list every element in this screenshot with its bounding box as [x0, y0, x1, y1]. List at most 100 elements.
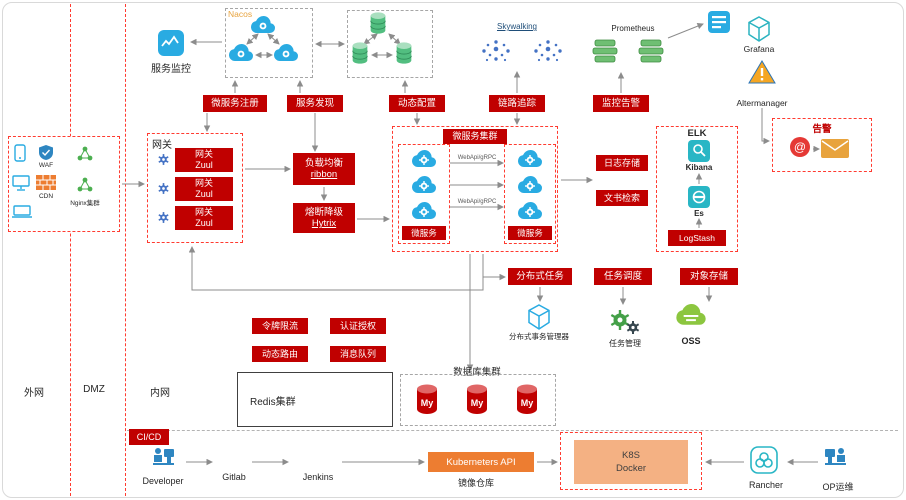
- task-mgmt-label: 任务管理: [609, 339, 641, 348]
- banner-register: 微服务注册: [203, 95, 267, 112]
- gateway-node-line2: Zuul: [195, 160, 213, 170]
- banner-trace: 链路追踪: [489, 95, 545, 112]
- config-db-cluster-box: [347, 10, 433, 78]
- gateway-node-line2: Zuul: [195, 189, 213, 199]
- mysql-icon: My: [464, 383, 490, 415]
- elasticsearch-icon: [688, 186, 710, 208]
- cicd-divider: [127, 430, 898, 431]
- grafana-icon: [747, 16, 771, 42]
- microservice-cloud-icon: [518, 150, 542, 168]
- load-balancer-box: 负载均衡 ribbon: [293, 153, 355, 185]
- gitlab-label: Gitlab: [222, 472, 246, 482]
- microservice-cloud-icon: [412, 176, 436, 194]
- elasticsearch-label: Es: [694, 209, 704, 218]
- svg-text:My: My: [471, 398, 484, 408]
- microservice-cloud-icon: [518, 176, 542, 194]
- log-store-box: 日志存储: [596, 155, 648, 171]
- skywalking-cluster-icon: [532, 38, 564, 66]
- gateway-title: 网关: [152, 140, 172, 151]
- mysql-icon: My: [414, 383, 440, 415]
- rate-limit-box: 令牌限流: [252, 318, 308, 334]
- rancher-label: Rancher: [748, 480, 784, 490]
- clients-box: [8, 136, 120, 232]
- nacos-label: Nacos: [228, 9, 253, 19]
- elk-box: [656, 126, 738, 252]
- prometheus-label: Prometheus: [611, 24, 655, 33]
- ops-person-icon: [822, 446, 850, 470]
- cluster-title: 微服务集群: [443, 129, 507, 144]
- distributed-task-box: 分布式任务: [508, 268, 572, 285]
- lb-line1: 负载均衡: [304, 157, 343, 169]
- monitor-icon: [12, 175, 30, 191]
- microservice-group-left: [398, 144, 450, 244]
- gear-icon: [157, 182, 170, 195]
- tx-manager-cube-icon: [527, 304, 551, 330]
- config-db-icon: [351, 42, 369, 64]
- oss-label: OSS: [681, 336, 701, 346]
- zone-divider-external-dmz: [70, 4, 71, 496]
- config-db-icon: [395, 42, 413, 64]
- waf-shield-icon: [38, 144, 54, 161]
- svg-text:My: My: [421, 398, 434, 408]
- zone-divider-dmz-internal: [125, 4, 126, 496]
- microservice-cloud-icon: [518, 202, 542, 220]
- oss-cloud-icon: [676, 304, 706, 326]
- logstash-box: LogStash: [668, 230, 726, 246]
- microservice-cloud-icon: [412, 202, 436, 220]
- zone-internal-label: 内网: [150, 388, 170, 399]
- banner-alert: 监控告警: [593, 95, 649, 112]
- microservice-cluster-box: [392, 126, 558, 252]
- microservice-group-right: [504, 144, 556, 244]
- db-cluster-title: 数据库集群: [453, 367, 501, 378]
- service-monitor-icon: [158, 30, 184, 56]
- nginx-label: Nginx集群: [70, 200, 100, 207]
- dynamic-route-box: 动态路由: [252, 346, 308, 362]
- waf-label: WAF: [38, 162, 54, 169]
- breaker-line2: Hytrix: [311, 218, 337, 229]
- cdn-label: CDN: [38, 193, 54, 200]
- gear-icon: [157, 153, 170, 166]
- elk-title: ELK: [687, 128, 707, 139]
- microservice-cloud-icon: [412, 150, 436, 168]
- gateway-node-line1: 网关: [194, 149, 213, 160]
- microservice-label-right: 微服务: [508, 226, 552, 240]
- altermanager-warning-icon: [748, 60, 776, 84]
- prometheus-stack-icon: [592, 38, 618, 66]
- altermanager-label: Altermanager: [736, 98, 788, 108]
- redis-cluster-box: [237, 372, 393, 427]
- circuit-breaker-box: 熔断降级 Hytrix: [293, 203, 355, 233]
- lb-line2: ribbon: [310, 169, 338, 180]
- rancher-icon: [750, 446, 778, 474]
- kibana-icon: [688, 140, 710, 162]
- banner-config: 动态配置: [389, 95, 445, 112]
- k8s-api-box: Kuberneters API: [428, 452, 534, 472]
- doc-search-box: 文书检索: [596, 190, 648, 206]
- nacos-cloud-icon: [229, 44, 253, 62]
- redis-label: Redis集群: [250, 397, 296, 408]
- cicd-title-box: CI/CD: [129, 429, 169, 445]
- firewall-bricks-icon: [36, 175, 56, 190]
- object-storage-box: 对象存储: [680, 268, 738, 285]
- task-schedule-box: 任务调度: [594, 268, 652, 285]
- zone-dmz-label: DMZ: [83, 384, 105, 395]
- docker-label: Docker: [615, 463, 647, 474]
- db-cluster-box: [400, 374, 556, 426]
- alarm-title: 告警: [812, 124, 832, 135]
- developer-icon: [150, 446, 176, 470]
- jenkins-label: Jenkins: [302, 472, 334, 482]
- nacos-cloud-icon: [251, 16, 275, 34]
- tx-manager-label: 分布式事务管理器: [509, 332, 569, 341]
- ops-label: OP运维: [822, 482, 854, 492]
- kibana-label: Kibana: [685, 163, 713, 172]
- phone-icon: [14, 144, 26, 162]
- gateway-node-zuul: 网关 Zuul: [175, 148, 233, 172]
- grafana-label: Grafana: [743, 44, 775, 54]
- k8s-docker-box: K8S Docker: [574, 440, 688, 484]
- image-repo-label: 镜像仓库: [457, 478, 494, 488]
- message-queue-box: 消息队列: [330, 346, 386, 362]
- at-mail-icon: @: [789, 136, 811, 158]
- gateway-node-line2: Zuul: [195, 218, 213, 228]
- task-gears-icon: [607, 306, 641, 336]
- svg-text:My: My: [521, 398, 534, 408]
